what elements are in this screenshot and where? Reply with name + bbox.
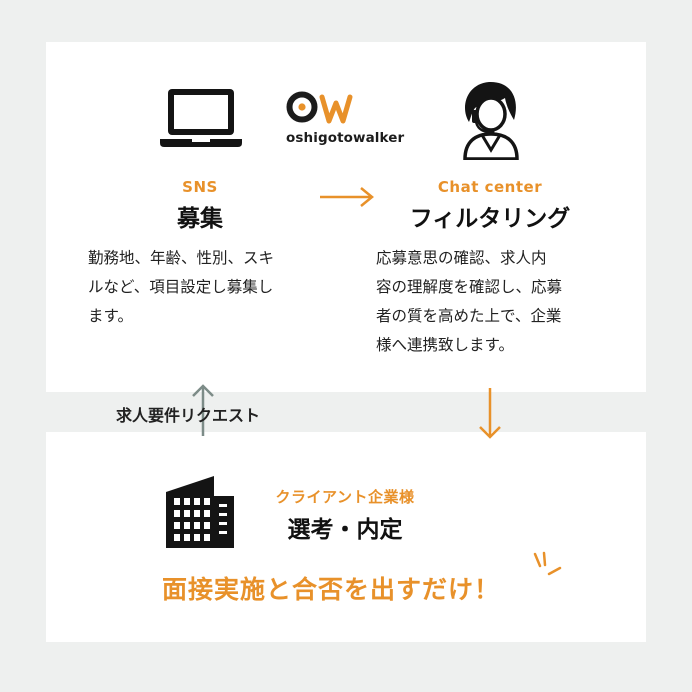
sns-label: SNS: [182, 178, 218, 196]
client-title: 選考・内定: [287, 517, 403, 543]
laptop-icon: [160, 89, 242, 147]
tagline: 面接実施と合否を出すだけ！: [162, 575, 501, 604]
request-label: 求人要件リクエスト: [116, 406, 261, 425]
bottom-panel: [46, 432, 646, 642]
chat-description-line: 者の質を高めた上で、企業: [376, 307, 562, 325]
arrow-down-icon: [479, 388, 501, 439]
arrow-right-icon: [320, 187, 374, 207]
operator-headset-icon: [463, 81, 519, 160]
office-building-icon: [166, 476, 234, 548]
emphasis-burst-icon: [533, 551, 562, 576]
chat-center-label: Chat center: [437, 178, 543, 196]
chat-description-line: 応募意思の確認、求人内: [376, 249, 547, 267]
brand-logo: oshigotowalker: [286, 88, 404, 146]
chat-description-line: 容の理解度を確認し、応募: [376, 278, 563, 296]
brand-logo-mark: [286, 91, 353, 124]
arrow-up-icon: [192, 384, 214, 436]
sns-description-line: ます。: [88, 307, 133, 325]
sns-title: 募集: [177, 206, 223, 232]
brand-logo-text: oshigotowalker: [286, 130, 405, 146]
chat-center-title: フィルタリング: [409, 206, 571, 232]
chat-description-line: 様へ連携致します。: [376, 336, 514, 354]
top-panel: [46, 42, 646, 392]
sns-description-line: 勤務地、年齢、性別、スキ: [88, 249, 275, 267]
sns-description-line: ルなど、項目設定し募集し: [88, 278, 274, 296]
chat-center-description: 応募意思の確認、求人内 容の理解度を確認し、応募 者の質を高めた上で、企業 様へ…: [376, 244, 626, 360]
sns-description: 勤務地、年齢、性別、スキ ルなど、項目設定し募集し ます。: [88, 244, 338, 331]
client-label: クライアント企業様: [275, 488, 415, 506]
